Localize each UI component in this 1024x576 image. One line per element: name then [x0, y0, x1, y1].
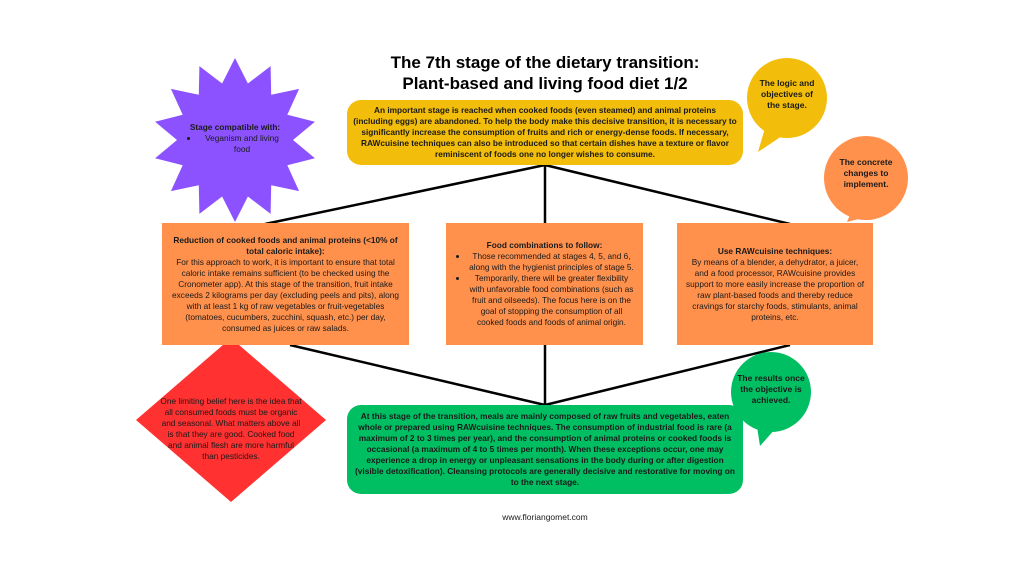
change-box-rawcuisine: Use RAWcuisine techniques: By means of a…: [677, 223, 873, 345]
intro-box: An important stage is reached when cooke…: [347, 100, 743, 165]
title-line-2: Plant-based and living food diet 1/2: [402, 74, 688, 93]
connector-line: [289, 343, 546, 407]
compatible-item: Veganism and living food: [199, 133, 285, 155]
change-heading: Food combinations to follow:: [486, 240, 603, 250]
compatible-heading: Stage compatible with:: [189, 122, 281, 132]
page-title: The 7th stage of the dietary transition:…: [300, 52, 790, 94]
change-heading: Use RAWcuisine techniques:: [717, 245, 833, 256]
purple-star-shape: [155, 58, 315, 222]
green-speech-bubble: [731, 352, 811, 446]
connector-line: [264, 163, 546, 226]
intro-text: An important stage is reached when cooke…: [353, 105, 737, 159]
results-text: At this stage of the transition, meals a…: [355, 411, 735, 487]
change-box-combinations: Food combinations to follow: Those recom…: [446, 223, 643, 345]
limiting-belief-text: One limiting belief here is the idea tha…: [160, 396, 302, 461]
connector-line: [544, 343, 791, 407]
orange-speech-bubble: [824, 136, 908, 222]
change-box-reduction: Reduction of cooked foods and animal pro…: [162, 223, 409, 345]
red-diamond-shape: [136, 338, 326, 502]
results-bubble-text: The results once the objective is achiev…: [737, 373, 805, 405]
change-body: By means of a blender, a dehydrator, a j…: [685, 256, 865, 322]
change-body: For this approach to work, it is importa…: [172, 256, 399, 333]
connector-lines: [264, 163, 791, 407]
change-item: Those recommended at stages 4, 5, and 6,…: [468, 251, 635, 273]
compatible-box: Stage compatible with: Veganism and livi…: [185, 122, 285, 155]
change-item: Temporarily, there will be greater flexi…: [468, 273, 635, 328]
connector-line: [544, 163, 791, 226]
title-line-1: The 7th stage of the dietary transition:: [390, 53, 700, 72]
changes-bubble-text: The concrete changes to implement.: [839, 157, 893, 189]
footer-website[interactable]: www.floriangomet.com: [502, 512, 588, 522]
yellow-speech-bubble: [747, 58, 827, 152]
logic-bubble-text: The logic and objectives of the stage.: [759, 78, 815, 110]
results-box: At this stage of the transition, meals a…: [347, 405, 743, 494]
change-heading: Reduction of cooked foods and animal pro…: [173, 234, 398, 256]
